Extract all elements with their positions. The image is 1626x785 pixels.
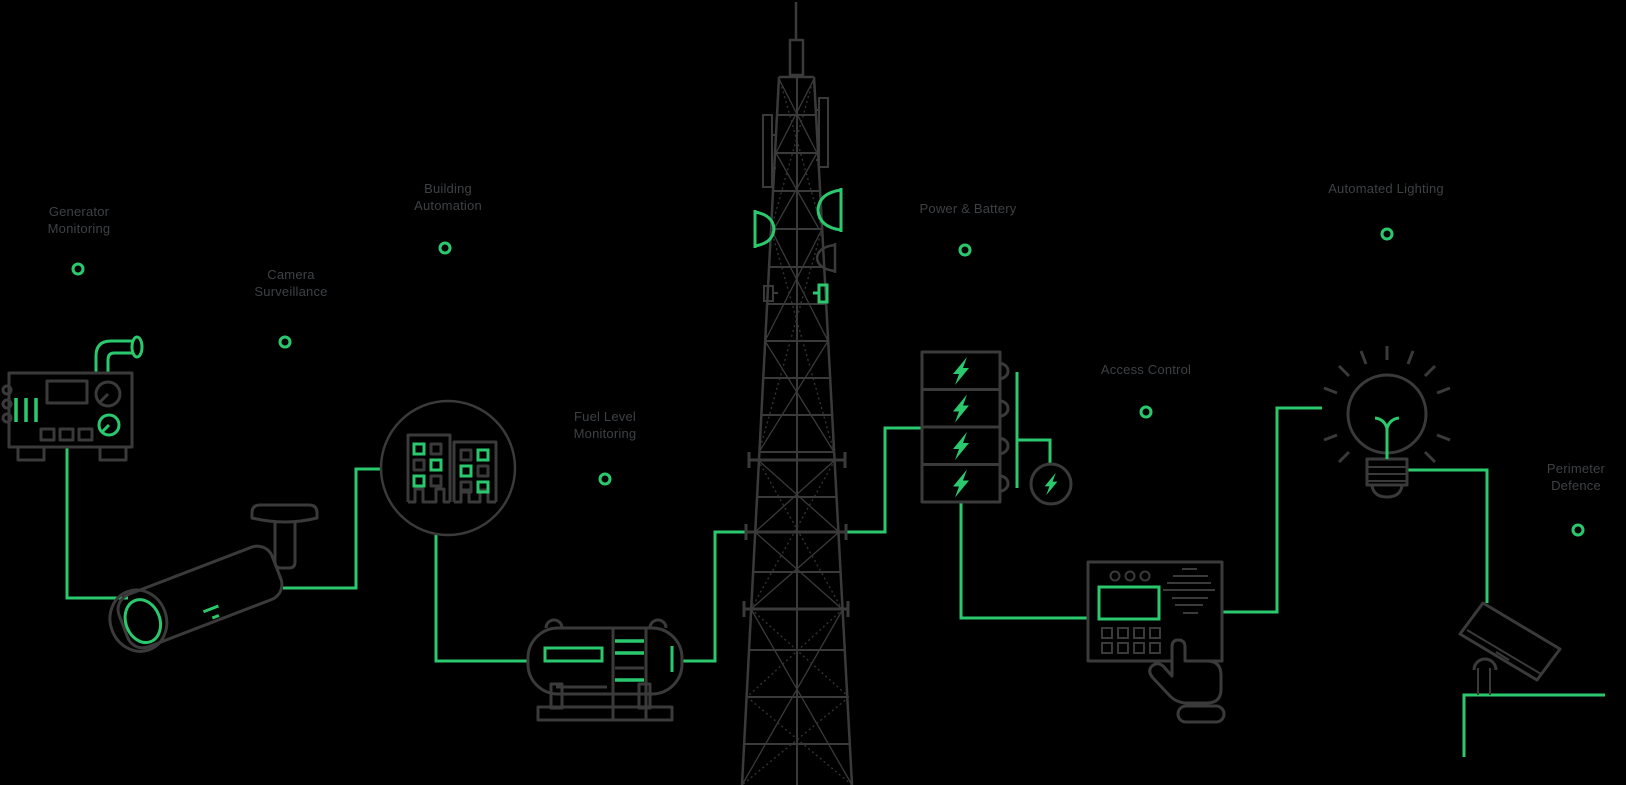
hotspot-perimeter-defence[interactable] bbox=[1571, 523, 1585, 537]
fuel-tank-icon bbox=[526, 618, 684, 722]
label-building-automation: Building Automation bbox=[414, 181, 482, 213]
light-bulb-icon bbox=[1323, 346, 1451, 499]
gauge-dial-icon bbox=[94, 380, 122, 408]
lightning-bolt-icon bbox=[1044, 472, 1058, 496]
hotspot-building-automation[interactable] bbox=[438, 241, 452, 255]
keypad-display bbox=[1097, 585, 1161, 621]
camera-mount bbox=[250, 503, 319, 524]
lightning-bolt-icon bbox=[953, 432, 969, 460]
hotspot-fuel-level-monitoring[interactable] bbox=[598, 472, 612, 486]
pressing-hand-icon bbox=[1148, 638, 1223, 705]
lightning-bolt-icon bbox=[953, 394, 969, 423]
light-rays bbox=[1323, 346, 1451, 464]
connection-lines bbox=[65, 372, 1605, 757]
ladder-rungs bbox=[615, 639, 644, 682]
label-fuel-level-monitoring: Fuel Level Monitoring bbox=[573, 409, 637, 441]
keypad-text-lines bbox=[1163, 568, 1215, 614]
telecom-tower-icon bbox=[740, 2, 854, 785]
hotspot-access-control[interactable] bbox=[1139, 405, 1153, 419]
label-power-battery: Power & Battery bbox=[919, 201, 1017, 216]
label-generator-monitoring: Generator Monitoring bbox=[47, 204, 111, 236]
hotspot-camera-surveillance[interactable] bbox=[278, 335, 292, 349]
power-bolt-circle-icon bbox=[1029, 462, 1073, 506]
filament-icon bbox=[1374, 416, 1400, 459]
antenna-horn-icon bbox=[753, 210, 776, 248]
connection-generator-camera bbox=[65, 447, 128, 600]
label-perimeter-defence: Perimeter Defence bbox=[1546, 461, 1606, 493]
building-automation-icon bbox=[379, 399, 517, 537]
connection-camera-building bbox=[283, 467, 381, 590]
hotspot-power-battery[interactable] bbox=[958, 243, 972, 257]
connection-battery-access bbox=[959, 502, 1088, 620]
generator-icon bbox=[1, 335, 144, 462]
keypad-buttons bbox=[1101, 627, 1161, 654]
fuel-level-window bbox=[543, 646, 604, 663]
hotspot-generator-monitoring[interactable] bbox=[71, 262, 85, 276]
connection-fueltank-battery bbox=[682, 426, 921, 663]
label-automated-lighting: Automated Lighting bbox=[1328, 181, 1444, 196]
connection-building-fueltank bbox=[434, 534, 528, 663]
perimeter-wall-line bbox=[1462, 693, 1605, 757]
access-keypad-icon bbox=[1086, 560, 1226, 724]
lightning-bolt-icon bbox=[953, 469, 969, 498]
antenna-horn-icon bbox=[816, 188, 843, 232]
hotspot-automated-lighting[interactable] bbox=[1380, 227, 1394, 241]
camera-lens-icon bbox=[123, 598, 163, 645]
exhaust-pipe-icon bbox=[94, 339, 134, 374]
battery-rail-line bbox=[1015, 372, 1052, 488]
cctv-camera-icon bbox=[108, 503, 319, 653]
generator-display bbox=[45, 379, 89, 405]
green-knob-icon bbox=[97, 413, 121, 437]
connection-access-bulb bbox=[1222, 406, 1322, 614]
label-camera-surveillance: Camera Surveillance bbox=[254, 267, 328, 299]
label-access-control: Access Control bbox=[1100, 362, 1192, 377]
connection-bulb-perimeter bbox=[1407, 468, 1489, 603]
battery-bank-icon bbox=[920, 350, 1010, 504]
lightning-bolt-icon bbox=[953, 357, 969, 385]
perimeter-camera-icon bbox=[1458, 601, 1562, 695]
vent-lines bbox=[14, 398, 38, 422]
